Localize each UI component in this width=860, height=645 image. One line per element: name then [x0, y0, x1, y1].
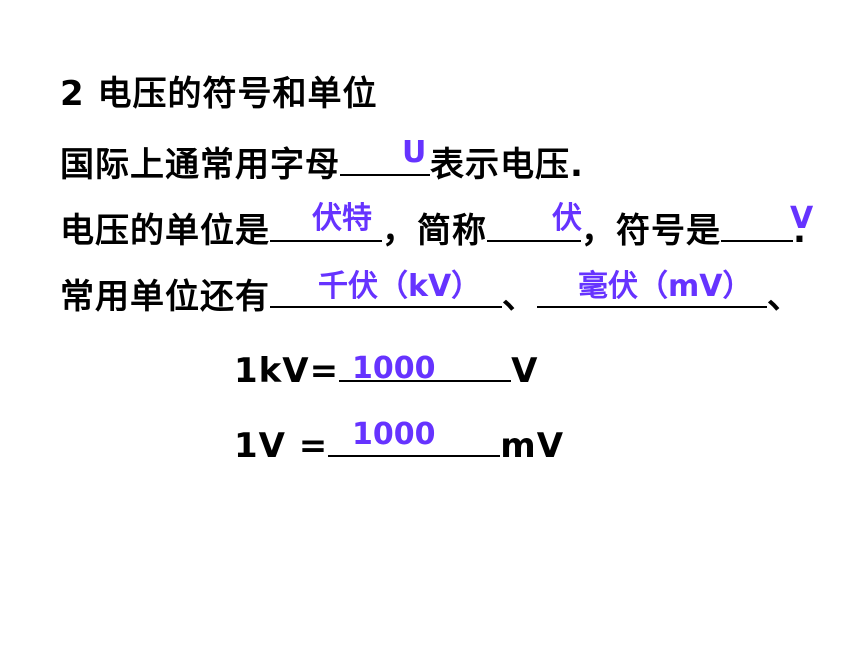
blank-unit[interactable]	[270, 208, 382, 242]
line3-before: 常用单位还有	[60, 277, 270, 317]
line2-end: .	[793, 211, 807, 251]
blank-eq2[interactable]	[328, 423, 501, 457]
answer-eq1: 1000	[352, 351, 436, 386]
eq1-right: V	[511, 351, 539, 391]
answer-unit: 伏特	[312, 201, 372, 236]
blank-eq1[interactable]	[339, 348, 512, 382]
question-line-common-units: 常用单位还有 、 、	[60, 274, 802, 317]
blank-symbol[interactable]	[340, 142, 430, 176]
line1-before: 国际上通常用字母	[60, 145, 340, 185]
answer-short: 伏	[552, 201, 582, 236]
answer-kilovolt: 千伏（kV）	[318, 269, 482, 304]
answer-eq2: 1000	[352, 417, 436, 452]
line3-sep: 、	[502, 277, 537, 317]
question-line-unit: 电压的单位是 ，简称 ，符号是.	[60, 208, 807, 251]
blank-short[interactable]	[487, 208, 581, 242]
equation-mv: 1V = mV	[234, 423, 564, 466]
eq2-left: 1V =	[234, 426, 329, 466]
section-heading: 2 电压的符号和单位	[60, 74, 378, 114]
answer-symbol: U	[402, 135, 427, 170]
eq1-left: 1kV=	[234, 351, 340, 391]
blank-unit-symbol[interactable]	[721, 208, 793, 242]
blank-common-unit-1[interactable]	[270, 274, 502, 308]
line1-after: 表示电压.	[430, 145, 584, 185]
line2-part1: 电压的单位是	[60, 211, 270, 251]
line2-sep2: ，符号是	[581, 211, 721, 251]
line3-end: 、	[767, 277, 802, 317]
blank-common-unit-2[interactable]	[537, 274, 767, 308]
answer-millivolt: 毫伏（mV）	[578, 269, 753, 304]
answer-unit-symbol: V	[790, 201, 814, 236]
eq2-right: mV	[500, 426, 565, 466]
line2-sep1: ，简称	[382, 211, 487, 251]
question-line-symbol: 国际上通常用字母 表示电压.	[60, 142, 584, 185]
equation-kv: 1kV= V	[234, 348, 538, 391]
